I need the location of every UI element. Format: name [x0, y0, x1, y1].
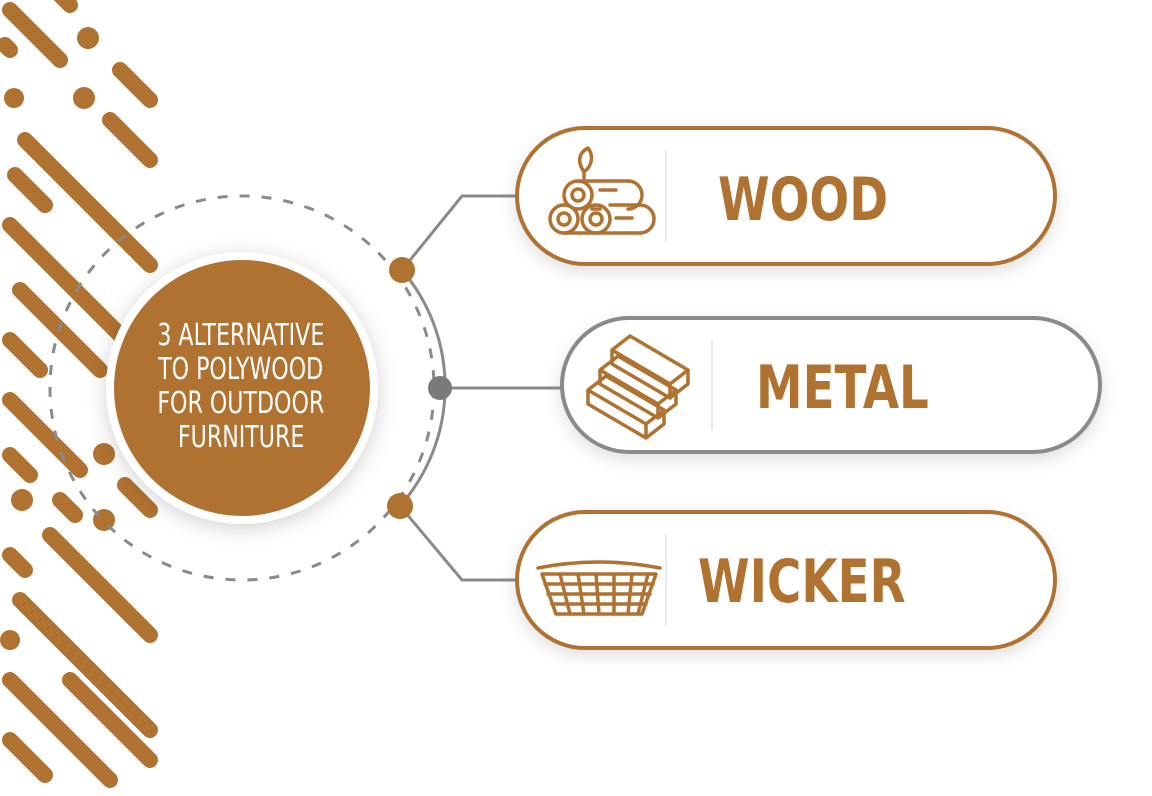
option-pill-metal — [560, 316, 1102, 454]
connector-dot-wood — [389, 257, 415, 283]
logs-icon — [548, 146, 656, 235]
hub-title-line: FOR OUTDOOR — [157, 386, 325, 421]
option-label-wood: WOOD — [718, 165, 889, 235]
decorative-pattern — [0, 0, 158, 788]
option-pill-wicker — [515, 510, 1057, 650]
option-label-wicker: WICKER — [698, 547, 906, 617]
hub-circle — [114, 260, 370, 516]
metal-beams-icon — [586, 334, 690, 440]
connector-wood — [400, 194, 520, 271]
hub-title-line: FURNITURE — [177, 420, 305, 455]
wicker-basket-icon — [536, 560, 662, 616]
option-label-metal: METAL — [756, 353, 929, 423]
hub-title-line: TO POLYWOOD — [158, 352, 324, 387]
connector-dot-metal — [428, 376, 452, 400]
hub-title-line: 3 ALTERNATIVE — [157, 318, 325, 353]
option-pill-wood — [515, 126, 1057, 266]
connector-dot-wicker — [387, 493, 413, 519]
connector-wicker — [398, 505, 520, 582]
hub-title: 3 ALTERNATIVE TO POLYWOOD FOR OUTDOOR FU… — [108, 262, 374, 512]
